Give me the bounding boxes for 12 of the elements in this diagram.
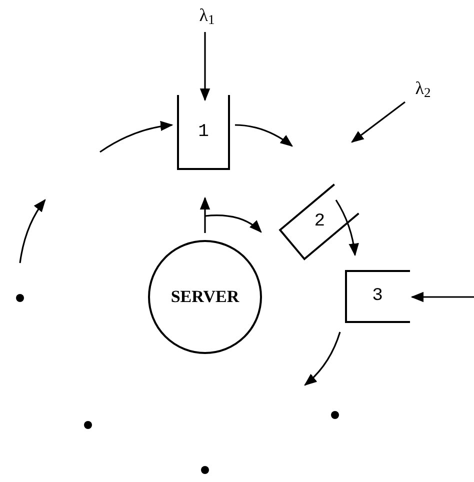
arrow xyxy=(304,332,341,386)
arrow xyxy=(350,101,406,143)
arrow xyxy=(100,121,174,153)
arrival-rate-label: λ$_{2}$ xyxy=(405,74,441,102)
queue-box: 3 xyxy=(345,270,410,323)
arrow xyxy=(200,32,210,102)
arrow xyxy=(234,124,294,147)
arrow xyxy=(410,292,474,302)
queue-box: 2 xyxy=(278,184,360,260)
arrow xyxy=(335,200,359,256)
arrival-rate-label: λ$_{1}$ xyxy=(192,0,222,30)
queue-box: 1 xyxy=(177,95,230,170)
